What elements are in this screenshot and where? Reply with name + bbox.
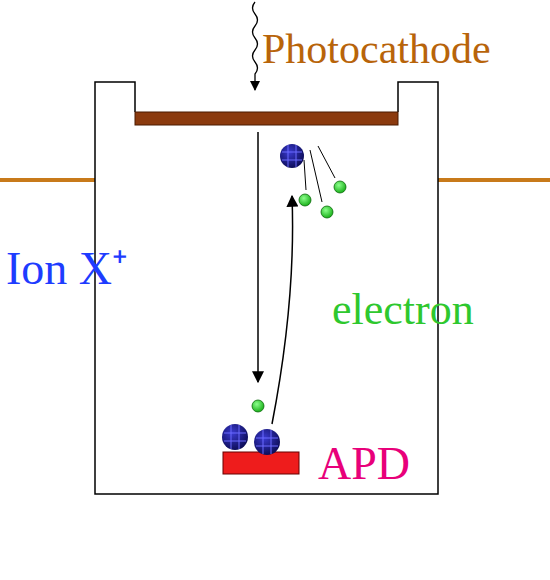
- ion-label: Ion X⁺: [6, 246, 128, 292]
- electron: [334, 181, 346, 193]
- ion-path-arrow: [257, 132, 259, 382]
- ion: [280, 144, 304, 168]
- photocathode-label: Photocathode: [262, 28, 491, 70]
- ion: [254, 429, 280, 455]
- photocathode-plate: [135, 112, 398, 125]
- slide-rule: [438, 178, 550, 182]
- photon-wave: [253, 2, 258, 90]
- ion-return-arrow: [272, 196, 293, 424]
- apd-detector: [223, 452, 299, 474]
- ion: [222, 424, 248, 450]
- electron: [252, 400, 264, 412]
- apd-label: APD: [318, 441, 410, 487]
- emission-line: [318, 146, 335, 178]
- electron-label: electron: [332, 288, 474, 332]
- emission-line: [304, 160, 306, 190]
- electron: [299, 194, 311, 206]
- slide-rule: [0, 178, 95, 182]
- electron: [321, 206, 333, 218]
- emission-line: [310, 150, 322, 202]
